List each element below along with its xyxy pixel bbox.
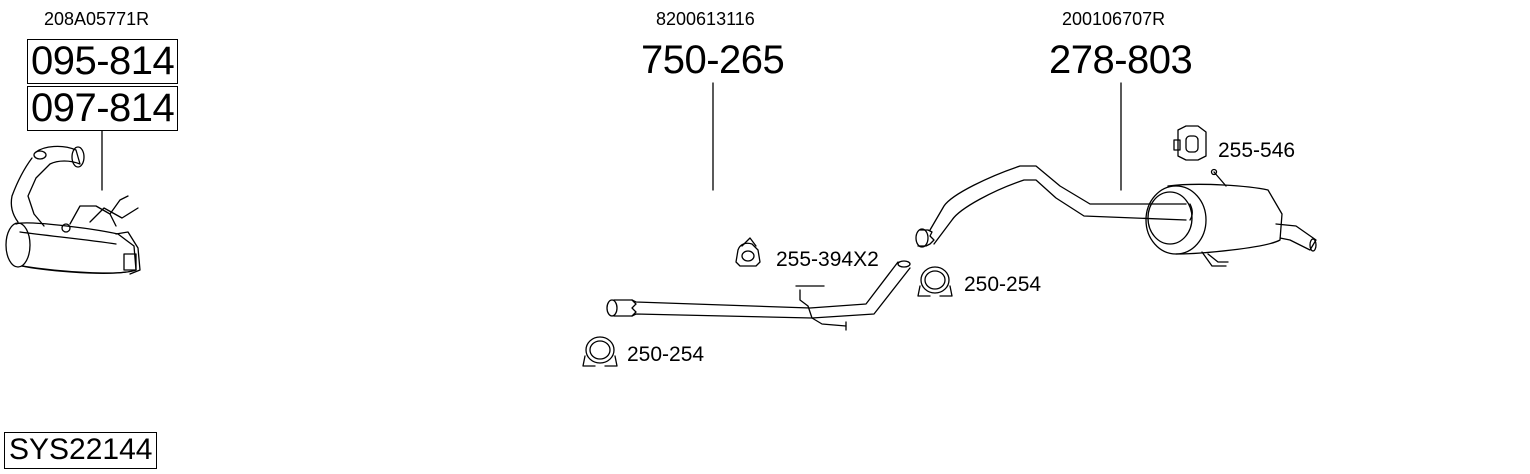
- front-part-number-1[interactable]: 095-814: [27, 39, 179, 84]
- rubber-mount-rear-label[interactable]: 255-546: [1218, 139, 1296, 162]
- clamp-front-label[interactable]: 250-254: [627, 343, 705, 366]
- middle-part-number[interactable]: 750-265: [641, 38, 785, 82]
- clamp-mid-icon: [917, 266, 953, 297]
- front-oem-number: 208A05771R: [44, 9, 150, 29]
- front-part-number-2[interactable]: 097-814: [27, 86, 179, 131]
- catalytic-converter-drawing: [5, 145, 141, 275]
- rear-silencer-drawing: [915, 165, 1317, 267]
- intermediate-pipe-drawing: [606, 260, 911, 331]
- rear-oem-number: 200106707R: [1062, 9, 1166, 29]
- rubber-mount-mid-label[interactable]: 255-394X2: [776, 248, 879, 271]
- rubber-mount-mid-icon: [735, 237, 761, 267]
- rubber-mount-rear-icon: [1173, 125, 1207, 161]
- rear-part-number[interactable]: 278-803: [1049, 38, 1193, 82]
- system-id: SYS22144: [4, 432, 158, 469]
- clamp-mid-label[interactable]: 250-254: [964, 273, 1042, 296]
- clamp-front-icon: [582, 336, 618, 367]
- middle-oem-number: 8200613116: [656, 9, 755, 29]
